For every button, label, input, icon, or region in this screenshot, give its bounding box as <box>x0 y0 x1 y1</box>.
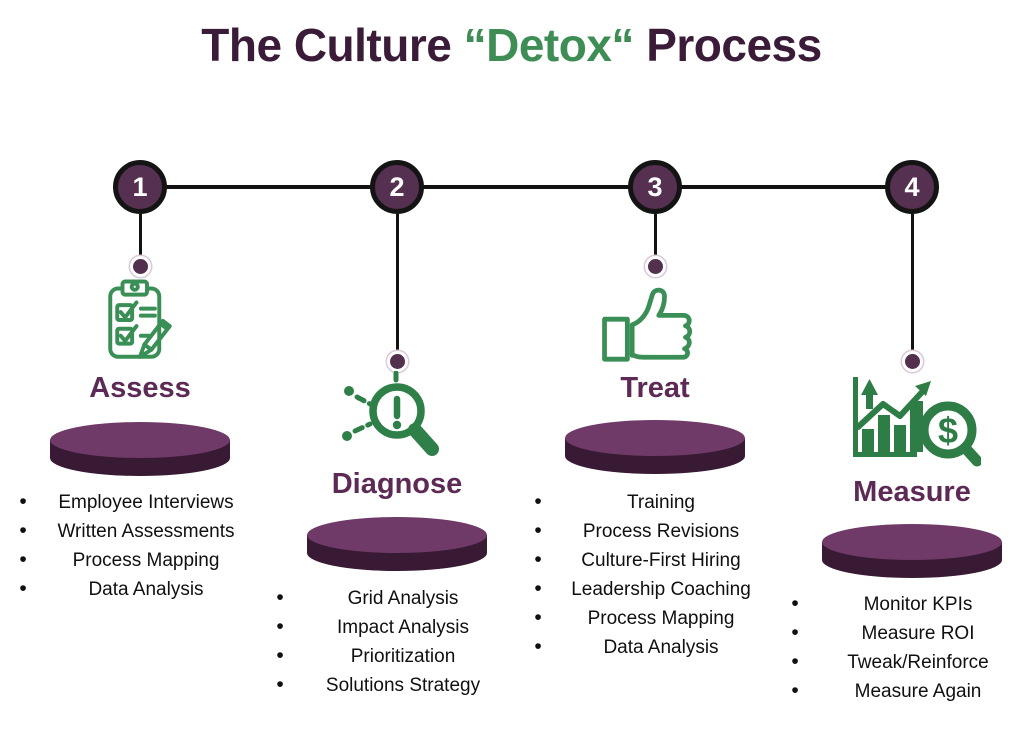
title-highlight: “Detox“ <box>463 19 635 71</box>
title-suffix: Process <box>633 19 822 71</box>
list-item: • Tweak/Reinforce <box>782 647 1023 676</box>
bullet-dot: • <box>276 644 284 667</box>
bullet-dot: • <box>791 621 799 644</box>
list-item-text: Culture-First Hiring <box>581 550 741 571</box>
bullet-dot: • <box>534 519 542 542</box>
list-item: • Impact Analysis <box>267 612 527 641</box>
bullet-dot: • <box>791 679 799 702</box>
bullet-dot: • <box>276 615 284 638</box>
list-item-text: Written Assessments <box>57 521 235 542</box>
bullet-dot: • <box>19 519 27 542</box>
disc-diagnose <box>307 517 487 571</box>
list-item: • Grid Analysis <box>267 583 527 612</box>
bullet-dot: • <box>534 606 542 629</box>
step-number: 2 <box>389 171 405 202</box>
list-item: • Data Analysis <box>10 574 270 603</box>
list-item-text: Solutions Strategy <box>325 675 481 696</box>
connector-line-3 <box>653 214 657 262</box>
list-item-text: Process Mapping <box>587 608 735 629</box>
connector-line-1 <box>138 214 142 262</box>
chart-dollar-magnifier-icon: $ <box>853 377 981 467</box>
list-item-text: Data Analysis <box>88 579 204 600</box>
list-item-text: Impact Analysis <box>337 617 469 638</box>
list-item: • Solutions Strategy <box>267 670 527 699</box>
connector-dot-3 <box>647 259 663 274</box>
bullet-dot: • <box>534 635 542 658</box>
list-item-text: Process Mapping <box>72 550 220 571</box>
bullet-dot: • <box>276 673 284 696</box>
list-item-text: Leadership Coaching <box>571 579 751 600</box>
page-title: The Culture “Detox“ Process <box>0 18 1023 72</box>
bullet-dot: • <box>534 577 542 600</box>
list-item-text: Measure Again <box>854 681 982 702</box>
disc-treat <box>565 420 745 474</box>
disc-assess <box>50 422 230 476</box>
disc-top <box>565 420 745 456</box>
list-item-text: Training <box>627 492 695 513</box>
list-item: • Training <box>525 487 785 516</box>
list-item: • Process Revisions <box>525 516 785 545</box>
connector-line-2 <box>395 214 399 354</box>
list-item: • Employee Interviews <box>10 487 270 516</box>
list-item: • Leadership Coaching <box>525 574 785 603</box>
list-item-text: Measure ROI <box>861 623 975 644</box>
list-item: • Measure ROI <box>782 618 1023 647</box>
assess-item-list: • Employee Interviews • Written Assessment… <box>10 487 270 603</box>
thumbs-up-icon <box>602 287 693 362</box>
list-item: • Process Mapping <box>525 603 785 632</box>
bullet-dot: • <box>791 650 799 673</box>
connector-dot-2 <box>389 354 405 369</box>
list-item-text: Data Analysis <box>603 637 719 658</box>
disc-top <box>307 517 487 553</box>
connector-dot-1 <box>132 259 148 274</box>
title-prefix: The Culture <box>201 19 464 71</box>
step-label-measure: Measure <box>853 476 971 508</box>
list-item-text: Grid Analysis <box>347 588 459 609</box>
bullet-dot: • <box>19 490 27 513</box>
connector-dot-4 <box>904 354 920 369</box>
step-number: 4 <box>904 171 920 202</box>
list-item-text: Tweak/Reinforce <box>847 652 989 673</box>
bullet-dot: • <box>19 548 27 571</box>
bullet-dot: • <box>534 548 542 571</box>
bullet-dot: • <box>534 490 542 513</box>
disc-top <box>822 524 1002 560</box>
list-item: • Culture-First Hiring <box>525 545 785 574</box>
measure-item-list: • Monitor KPIs • Measure ROI • Tweak/Reinfo… <box>782 589 1023 705</box>
step-node-1: 1 <box>113 160 167 214</box>
bullet-dot: • <box>276 586 284 609</box>
list-item: • Prioritization <box>267 641 527 670</box>
step-node-3: 3 <box>628 160 682 214</box>
list-item-text: Employee Interviews <box>58 492 234 513</box>
list-item-text: Prioritization <box>350 646 456 667</box>
list-item: • Data Analysis <box>525 632 785 661</box>
connector-line-4 <box>910 214 914 354</box>
step-label-diagnose: Diagnose <box>331 468 463 500</box>
step-node-2: 2 <box>370 160 424 214</box>
disc-measure <box>822 524 1002 578</box>
list-item: • Monitor KPIs <box>782 589 1023 618</box>
svg-text:$: $ <box>938 410 958 451</box>
diagnose-item-list: • Grid Analysis • Impact Analysis • Priorit… <box>267 583 527 699</box>
step-label-assess: Assess <box>89 372 191 404</box>
step-number: 1 <box>132 171 148 202</box>
magnifier-alert-icon <box>342 371 439 456</box>
list-item: • Process Mapping <box>10 545 270 574</box>
step-number: 3 <box>647 171 663 202</box>
step-label-treat: Treat <box>620 372 690 404</box>
timeline-line <box>140 185 912 189</box>
list-item-text: Process Revisions <box>582 521 740 542</box>
treat-item-list: • Training • Process Revisions • Culture-Fi… <box>525 487 785 661</box>
bullet-dot: • <box>791 592 799 615</box>
clipboard-checklist-icon <box>108 279 172 359</box>
list-item: • Measure Again <box>782 676 1023 705</box>
bullet-dot: • <box>19 577 27 600</box>
list-item-text: Monitor KPIs <box>863 594 973 615</box>
disc-top <box>50 422 230 458</box>
list-item: • Written Assessments <box>10 516 270 545</box>
step-node-4: 4 <box>885 160 939 214</box>
